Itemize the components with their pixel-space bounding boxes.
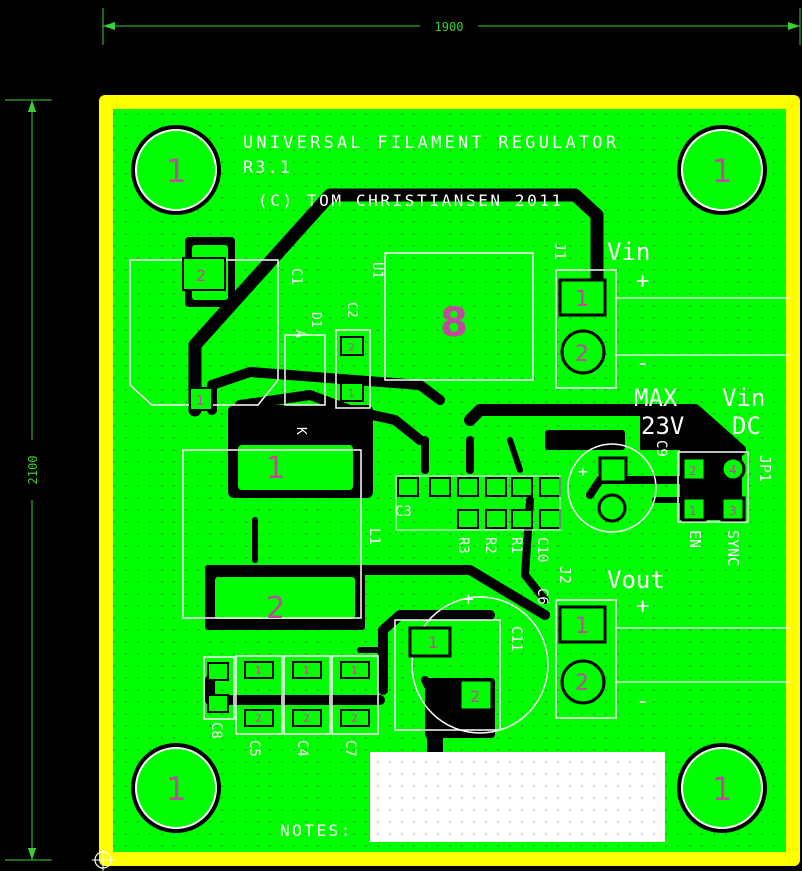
ref-c8: C8 [208, 722, 224, 739]
ref-j1: J1 [551, 242, 569, 260]
svg-text:2: 2 [255, 712, 262, 725]
svg-text:2: 2 [196, 266, 206, 285]
svg-text:1: 1 [428, 633, 438, 652]
mounting-hole-bottom-left: 1 [131, 743, 221, 833]
label-vout-plus: + [636, 594, 649, 619]
ref-c4: C4 [294, 740, 310, 757]
ref-c6: C6 [534, 588, 550, 605]
dimension-width: 1900 [102, 8, 801, 45]
svg-text:2: 2 [266, 591, 285, 626]
ref-u1: U1 [369, 262, 385, 279]
header-jp1: 2 4 1 3 JP1 EN SYNC [677, 451, 774, 566]
svg-text:+: + [578, 462, 588, 481]
svg-text:1: 1 [266, 451, 285, 486]
label-vout: Vout [607, 566, 665, 594]
label-max: MAX [634, 384, 678, 412]
board-revision: R3.1 [243, 158, 292, 178]
dimension-height: 2100 [5, 99, 52, 861]
svg-text:1: 1 [348, 387, 355, 400]
connector-j1: 1 2 J1 Vin + - [551, 238, 790, 389]
svg-text:2: 2 [575, 342, 589, 367]
capacitor-c5: 1 2 C5 [235, 655, 283, 757]
svg-text:2: 2 [351, 712, 358, 725]
svg-text:1: 1 [689, 504, 697, 518]
label-23v: 23V [641, 412, 684, 440]
svg-text:2: 2 [348, 341, 355, 354]
capacitor-c11: 1 2 + C11 [394, 589, 549, 734]
ref-r1: R1 [508, 537, 524, 554]
notes-label: NOTES: [280, 821, 353, 840]
svg-text:1: 1 [575, 287, 589, 312]
ref-c3: C3 [395, 504, 412, 520]
capacitor-c2: 2 1 C2 [335, 302, 371, 409]
ref-c11: C11 [508, 626, 524, 651]
ref-jp1: JP1 [756, 455, 774, 482]
ref-j2: J2 [556, 566, 574, 584]
svg-text:2: 2 [303, 712, 310, 725]
ref-r3: R3 [455, 537, 471, 554]
ref-d1: D1 [308, 312, 323, 328]
svg-text:3: 3 [729, 504, 737, 518]
diode-d1: D1 A K [284, 312, 326, 435]
svg-text:8: 8 [440, 300, 468, 346]
svg-text:1: 1 [255, 664, 262, 677]
svg-text:2: 2 [575, 671, 589, 696]
ref-c9: C9 [653, 440, 669, 457]
svg-text:1: 1 [303, 664, 310, 677]
dimension-height-label: 2100 [26, 456, 40, 485]
capacitor-c4: 1 2 C4 [283, 655, 331, 757]
ref-c10: C10 [534, 537, 550, 562]
capacitor-c8: C8 [203, 656, 235, 739]
svg-text:1: 1 [166, 770, 186, 808]
board-copyright: (C) TOM CHRISTIANSEN 2011 [258, 191, 564, 210]
capacitor-c9: + C9 [567, 440, 669, 533]
label-en: EN [686, 530, 704, 548]
connector-j2: 1 2 J2 Vout + - [555, 566, 790, 719]
ref-c2: C2 [344, 302, 359, 318]
label-vout-minus: - [636, 689, 649, 714]
svg-text:+: + [463, 589, 474, 610]
ref-r2: R2 [482, 537, 498, 554]
ref-l1: L1 [366, 528, 382, 545]
svg-text:2: 2 [470, 687, 480, 706]
capacitor-c7: 1 2 C7 [331, 655, 379, 757]
svg-text:4: 4 [729, 463, 737, 477]
label-vin-dc-2: DC [732, 412, 761, 440]
svg-text:1: 1 [712, 152, 732, 190]
board-title: UNIVERSAL FILAMENT REGULATOR [243, 133, 619, 153]
ref-c1: C1 [288, 268, 304, 285]
label-vin-plus: + [636, 269, 649, 294]
svg-text:1: 1 [166, 152, 186, 190]
svg-text:2: 2 [689, 464, 697, 478]
mounting-hole-top-left: 1 [131, 125, 221, 215]
svg-text:1: 1 [351, 664, 358, 677]
mounting-hole-top-right: 1 [677, 125, 767, 215]
smd-pads [395, 475, 561, 531]
regulator-u1: 8 U1 [369, 252, 534, 381]
svg-text:1: 1 [196, 394, 204, 409]
label-vin: Vin [607, 238, 650, 266]
svg-text:A: A [292, 330, 307, 338]
svg-text:K: K [293, 427, 308, 435]
mounting-hole-bottom-right: 1 [677, 743, 767, 833]
ref-c5: C5 [246, 740, 262, 757]
svg-text:1: 1 [575, 614, 589, 639]
capacitor-c1: 2 1 C1 [129, 257, 304, 411]
label-vin-dc-1: Vin [722, 384, 765, 412]
dimension-width-label: 1900 [435, 20, 464, 34]
ref-c7: C7 [342, 740, 358, 757]
label-vin-minus: - [636, 351, 649, 376]
svg-text:1: 1 [712, 770, 732, 808]
label-sync: SYNC [724, 530, 742, 566]
inductor-l1: 1 2 L1 [182, 449, 382, 626]
